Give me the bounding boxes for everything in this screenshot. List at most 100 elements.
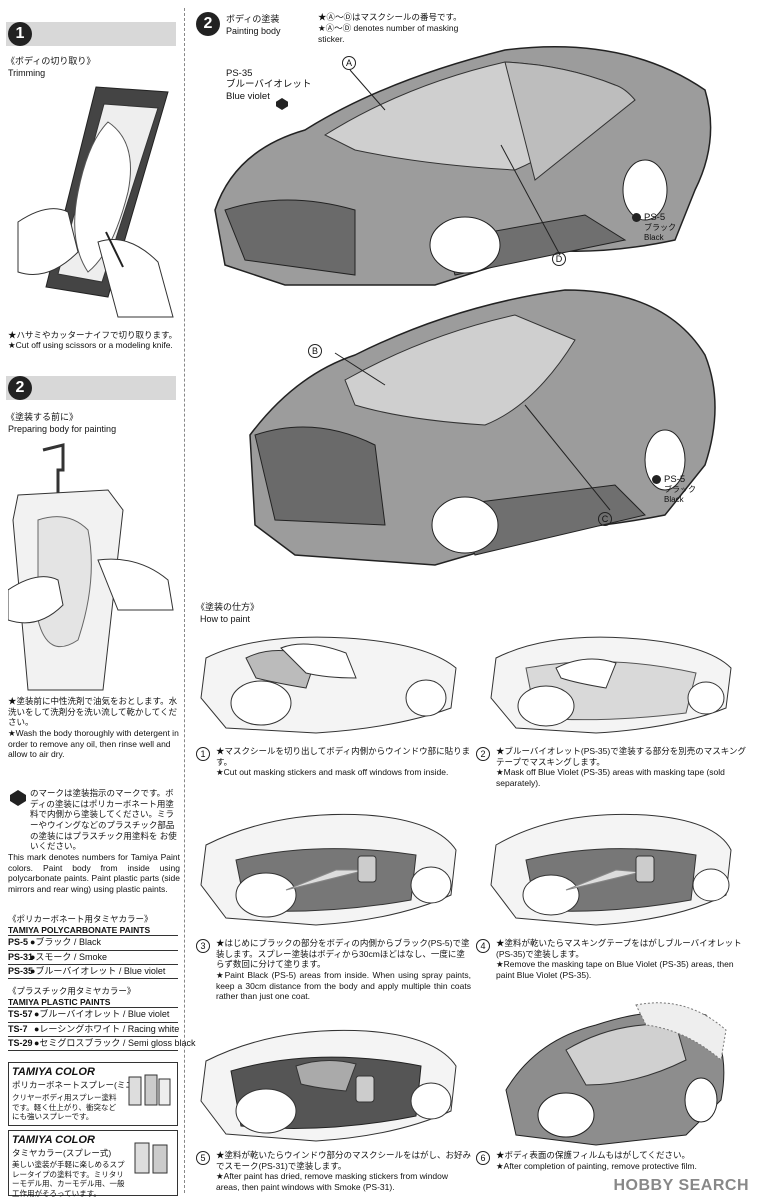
ps35-code: PS-35 bbox=[226, 68, 253, 79]
polycarbonate-section: 《ポリカーボネート用タミヤカラー》 TAMIYA POLYCARBONATE P… bbox=[8, 914, 178, 979]
step1-number: 1 bbox=[8, 22, 32, 46]
how-to-step-5: 5 ★塗料が乾いたらウインドウ部分のマスクシールをはがし、お好みでスモーク(PS… bbox=[196, 1150, 471, 1193]
ps5-en: Black bbox=[644, 232, 664, 242]
plastic-title-en: TAMIYA PLASTIC PAINTS bbox=[8, 996, 111, 1007]
ps5-jp: ブラック bbox=[664, 485, 696, 495]
masking-note-en: ★Ⓐ～Ⓓ denotes number of masking sticker. bbox=[318, 23, 459, 44]
tamiya-color-ad-polycarbonate: TAMIYA COLOR ポリカーボネートスプレー(ミニ) クリヤーボディ用スプ… bbox=[8, 1062, 178, 1126]
step2-right-number: 2 bbox=[196, 12, 220, 36]
step1-note-jp: ★ハサミやカッターナイフで切り取ります。 bbox=[8, 330, 178, 340]
masking-note-jp: ★Ⓐ～Ⓓはマスクシールの番号です。 bbox=[318, 12, 462, 22]
paint-name: ●ブルーバイオレット / Blue violet bbox=[34, 1009, 170, 1020]
tamiya-color-ad-spray: TAMIYA COLOR タミヤカラー(スプレー式) 美しい塗装が手軽に楽しめる… bbox=[8, 1130, 178, 1198]
how-to-step-1: 1 ★マスクシールを切り出してボディ内側からウインドウ部に貼ります。 ★Cut … bbox=[196, 746, 471, 778]
polycarbonate-row: PS-35●ブルーバイオレット / Blue violet bbox=[8, 965, 178, 979]
column-divider bbox=[184, 8, 185, 1193]
marker-b: B bbox=[308, 344, 324, 358]
step-text-en: ★Remove the masking tape on Blue Violet … bbox=[496, 959, 734, 980]
paint-code: PS-35 bbox=[8, 965, 34, 976]
paint-code: TS-7 bbox=[8, 1023, 28, 1034]
polycarbonate-row: PS-31●スモーク / Smoke bbox=[8, 951, 178, 965]
how-to-paint-panel-5 bbox=[200, 1029, 457, 1142]
paint-code: TS-29 bbox=[8, 1037, 33, 1048]
step1-note-en: ★Cut off using scissors or a modeling kn… bbox=[8, 340, 173, 350]
paint-name: ●ブラック / Black bbox=[30, 937, 101, 948]
step2-left-title-en: Preparing body for painting bbox=[8, 424, 117, 434]
step1-title-jp: 《ボディの切り取り》 bbox=[6, 56, 96, 66]
marker-b-badge: B bbox=[308, 344, 322, 358]
plastic-row: TS-29●セミグロスブラック / Semi gloss black bbox=[8, 1037, 195, 1051]
watermark-text: HOBBY SEARCH bbox=[613, 1177, 749, 1194]
marker-d-badge: D bbox=[552, 252, 566, 266]
ad-text: クリヤーボディ用スプレー塗料です。軽く仕上がり、衝突などにも強いスプレーです。 bbox=[12, 1093, 117, 1122]
how-to-step-4: 4 ★塗料が乾いたらマスキングテープをはがしブルーバイオレット(PS-35)で塗… bbox=[476, 938, 748, 981]
step-text-jp: ★ボディ表面の保護フィルムもはがしてください。 bbox=[496, 1150, 691, 1160]
step2-left-note-en: ★Wash the body thoroughly with detergent… bbox=[8, 728, 179, 760]
step-number-badge: 1 bbox=[196, 747, 210, 761]
paint-mark-icon bbox=[632, 212, 641, 222]
step-text-en: ★Mask off Blue Violet (PS-35) areas with… bbox=[496, 767, 725, 788]
step-text-jp: ★ブルーバイオレット(PS-35)で塗装する部分を別売のマスキングテープでマスキ… bbox=[496, 746, 746, 767]
how-to-step-2: 2 ★ブルーバイオレット(PS-35)で塗装する部分を別売のマスキングテープでマ… bbox=[476, 746, 748, 789]
marker-a-badge: A bbox=[342, 56, 356, 70]
mark-note-jp: のマークは塗装指示のマークです。ボディの塗装にはポリカーボネート用塗料で内側から… bbox=[30, 788, 177, 852]
paint-code: PS-5 bbox=[8, 937, 29, 948]
paint-code: TS-57 bbox=[8, 1009, 33, 1020]
step2-left-header-bar bbox=[6, 376, 176, 400]
polycarbonate-title-en: TAMIYA POLYCARBONATE PAINTS bbox=[8, 924, 151, 935]
ad-brand: TAMIYA COLOR bbox=[12, 1066, 95, 1078]
mark-note-en: This mark denotes numbers for Tamiya Pai… bbox=[8, 852, 180, 894]
plastic-row: TS-7 ●レーシングホワイト / Racing white bbox=[8, 1023, 180, 1037]
step2-left-title-jp: 《塗装する前に》 bbox=[6, 412, 79, 422]
how-to-step-3: 3 ★はじめにブラックの部分をボディの内側からブラック(PS-5)で塗装します。… bbox=[196, 938, 471, 1002]
ps35-en: Blue violet bbox=[226, 90, 270, 102]
trimming-illustration bbox=[17, 86, 174, 318]
ps5-code: PS-5 bbox=[664, 474, 686, 485]
step-text-en: ★Cut out masking stickers and mask off w… bbox=[216, 767, 449, 778]
ps5-en: Black bbox=[664, 494, 684, 504]
paint-name: ●セミグロスブラック / Semi gloss black bbox=[34, 1037, 196, 1048]
step-text-en: ★After completion of painting, remove pr… bbox=[496, 1160, 697, 1171]
marker-c-badge: C bbox=[598, 512, 612, 526]
how-to-paint-panel-6 bbox=[505, 1002, 727, 1146]
ad-sub: ポリカーボネートスプレー(ミニ) bbox=[12, 1079, 137, 1090]
step-text-jp: ★塗料が乾いたらウインドウ部分のマスクシールをはがし、お好みでスモーク(PS-3… bbox=[216, 1150, 472, 1171]
step-number-badge: 2 bbox=[476, 747, 490, 761]
how-to-paint-title-jp: 《塗装の仕方》 bbox=[196, 602, 260, 612]
step1-header-bar bbox=[6, 22, 176, 46]
step-number-badge: 5 bbox=[196, 1151, 210, 1165]
plastic-title-jp: 《プラスチック用タミヤカラー》 bbox=[8, 986, 136, 996]
ps35-label: PS-35 ブルーバイオレット Blue violet bbox=[226, 68, 311, 102]
polycarbonate-title-jp: 《ポリカーボネート用タミヤカラー》 bbox=[8, 914, 153, 924]
polycarbonate-row: PS-5●ブラック / Black bbox=[8, 935, 178, 951]
spray-can-icon bbox=[134, 1142, 168, 1174]
step2-right-title-jp: ボディの塗装 bbox=[226, 14, 280, 24]
marker-a: A bbox=[342, 56, 358, 70]
how-to-paint-title-en: How to paint bbox=[200, 614, 251, 624]
paint-mark-icon bbox=[276, 98, 288, 110]
step-text-en: ★After paint has dried, remove masking s… bbox=[216, 1171, 449, 1192]
ad-brand: TAMIYA COLOR bbox=[12, 1134, 95, 1146]
step-text-jp: ★マスクシールを切り出してボディ内側からウインドウ部に貼ります。 bbox=[216, 746, 471, 767]
step2-left-note-jp: ★塗装前に中性洗剤で油気をおとします。水洗いをして洗剤分を洗い流して乾かしてくだ… bbox=[8, 696, 178, 728]
watermark: HOBBY SEARCH bbox=[614, 1176, 750, 1196]
spray-can-icon bbox=[128, 1074, 171, 1106]
step-number-badge: 4 bbox=[476, 939, 490, 953]
how-to-paint-panel-2 bbox=[490, 636, 732, 734]
step-text-en: ★Paint Black (PS-5) areas from inside. W… bbox=[216, 969, 471, 1002]
paint-name: ●スモーク / Smoke bbox=[30, 951, 107, 962]
marker-c: C bbox=[598, 512, 614, 526]
step2-right-title-en: Painting body bbox=[226, 26, 281, 36]
step2-left-number: 2 bbox=[8, 376, 32, 400]
how-to-paint-panel-1 bbox=[200, 636, 457, 734]
ad-text: 美しい塗装が手軽に楽しめるスプレータイプの塗料です。ミリタリーモデル用、カーモデ… bbox=[12, 1160, 125, 1198]
how-to-paint-panel-4 bbox=[490, 813, 732, 926]
paint-name: ●レーシングホワイト / Racing white bbox=[34, 1023, 180, 1034]
car-body-lower bbox=[249, 289, 716, 566]
car-body-upper bbox=[214, 46, 712, 286]
paint-mark-icon bbox=[652, 474, 661, 484]
ps35-jp: ブルーバイオレット bbox=[226, 79, 312, 91]
plastic-row: TS-57●ブルーバイオレット / Blue violet bbox=[8, 1007, 178, 1023]
step-text-jp: ★塗料が乾いたらマスキングテープをはがしブルーバイオレット(PS-35)で塗装し… bbox=[496, 938, 742, 959]
washing-illustration bbox=[8, 443, 174, 691]
